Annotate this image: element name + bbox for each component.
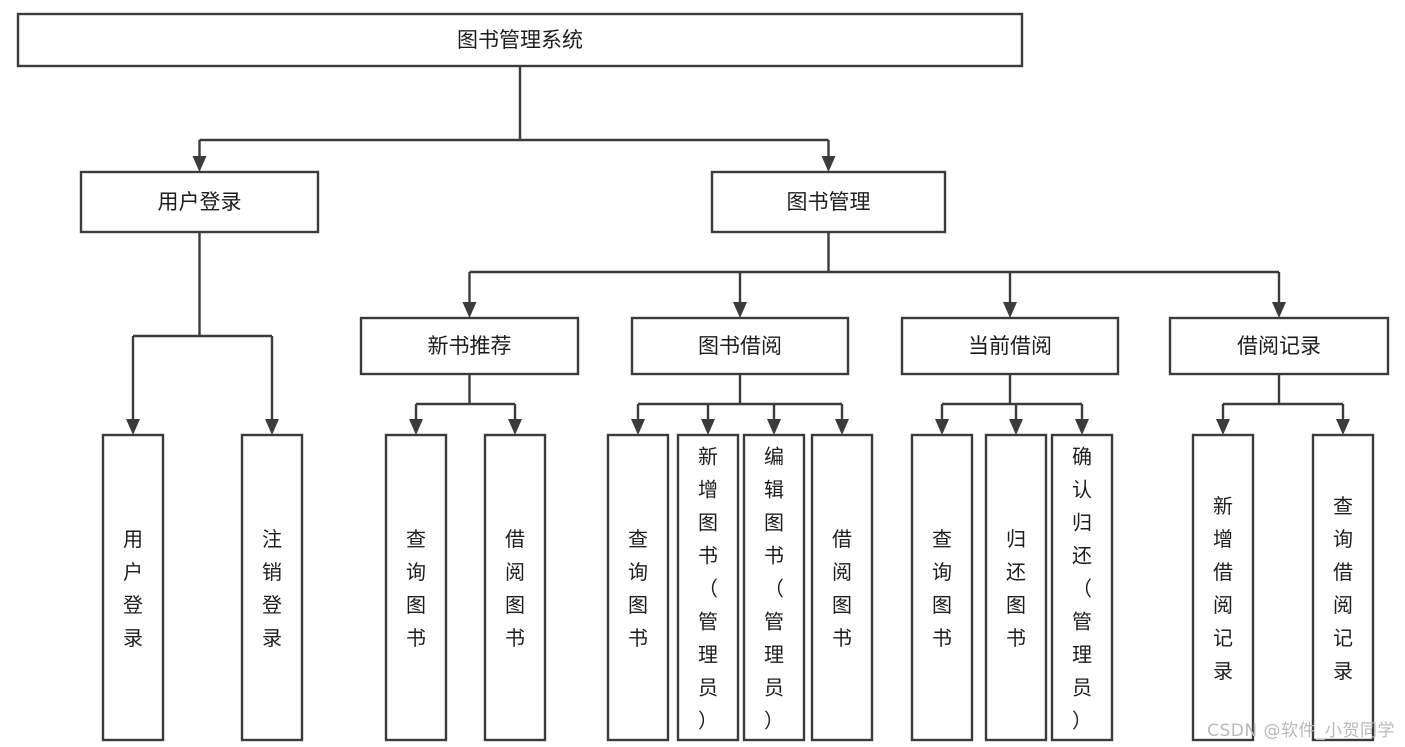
- node-label: 新书推荐: [428, 334, 512, 358]
- node-box: [384, 433, 448, 742]
- node-box: [710, 170, 947, 234]
- edges-layer: [126, 66, 1350, 435]
- arrow-head-icon: [701, 419, 715, 435]
- node-label: 查询借阅记录: [1333, 494, 1353, 683]
- arrow-head-icon: [767, 419, 781, 435]
- node-box: [900, 316, 1120, 376]
- node-box: [910, 433, 974, 742]
- node-leaf-cb-query[interactable]: 查询图书: [910, 433, 974, 742]
- arrow-head-icon: [935, 419, 949, 435]
- node-label: 图书借阅: [698, 334, 782, 358]
- node-label: 用户登录: [123, 527, 143, 650]
- node-box: [1191, 433, 1255, 742]
- node-l1-user-login[interactable]: 用户登录: [79, 170, 320, 234]
- node-label: 借阅图书: [832, 527, 852, 650]
- node-label: 借阅图书: [505, 527, 525, 650]
- node-l2-borrow[interactable]: 图书借阅: [630, 316, 850, 376]
- node-label: 查询图书: [628, 527, 648, 650]
- arrow-head-icon: [631, 419, 645, 435]
- arrow-head-icon: [1009, 419, 1023, 435]
- node-label: 新增图书（管理员）: [698, 444, 718, 732]
- arrow-head-icon: [1003, 302, 1017, 318]
- arrow-head-icon: [1075, 419, 1089, 435]
- node-label: 新增借阅记录: [1213, 494, 1233, 683]
- arrow-head-icon: [733, 302, 747, 318]
- node-leaf-bb-borrow[interactable]: 借阅图书: [810, 433, 874, 742]
- arrow-head-icon: [265, 419, 279, 435]
- node-leaf-bb-edit[interactable]: 编辑图书（管理员）: [742, 433, 806, 742]
- node-leaf-bb-query[interactable]: 查询图书: [606, 433, 670, 742]
- node-box: [742, 433, 806, 742]
- arrow-head-icon: [126, 419, 140, 435]
- node-leaf-cb-confirm[interactable]: 确认归还（管理员）: [1050, 433, 1114, 742]
- node-box: [79, 170, 320, 234]
- arrow-head-icon: [821, 156, 836, 172]
- node-leaf-bb-add[interactable]: 新增图书（管理员）: [676, 433, 740, 742]
- node-l2-current[interactable]: 当前借阅: [900, 316, 1120, 376]
- node-box: [16, 12, 1024, 68]
- node-box: [676, 433, 740, 742]
- arrow-head-icon: [192, 156, 207, 172]
- node-label: 确认归还（管理员）: [1072, 444, 1092, 732]
- node-label: 注销登录: [262, 527, 282, 650]
- node-l1-book-manage[interactable]: 图书管理: [710, 170, 947, 234]
- node-leaf-user-login[interactable]: 用户登录: [101, 433, 165, 742]
- node-label: 查询图书: [406, 527, 426, 650]
- node-box: [606, 433, 670, 742]
- node-leaf-rec-add[interactable]: 新增借阅记录: [1191, 433, 1255, 742]
- node-leaf-nb-query[interactable]: 查询图书: [384, 433, 448, 742]
- arrow-head-icon: [508, 419, 522, 435]
- node-leaf-logout[interactable]: 注销登录: [240, 433, 304, 742]
- node-box: [240, 433, 304, 742]
- node-leaf-rec-query[interactable]: 查询借阅记录: [1311, 433, 1375, 742]
- node-label: 归还图书: [1006, 527, 1026, 650]
- node-box: [630, 316, 850, 376]
- arrow-head-icon: [1272, 302, 1286, 318]
- node-box: [1168, 316, 1390, 376]
- node-l2-record[interactable]: 借阅记录: [1168, 316, 1390, 376]
- node-label: 编辑图书（管理员）: [764, 444, 784, 732]
- node-label: 用户登录: [158, 190, 242, 214]
- node-root[interactable]: 图书管理系统: [16, 12, 1024, 68]
- node-label: 借阅记录: [1237, 334, 1321, 358]
- node-box: [1311, 433, 1375, 742]
- node-box: [483, 433, 547, 742]
- node-box: [359, 316, 580, 376]
- node-leaf-cb-return[interactable]: 归还图书: [984, 433, 1048, 742]
- nodes-layer: 图书管理系统用户登录图书管理新书推荐图书借阅当前借阅借阅记录用户登录注销登录查询…: [16, 12, 1390, 742]
- arrow-head-icon: [1216, 419, 1230, 435]
- node-box: [984, 433, 1048, 742]
- arrow-head-icon: [835, 419, 849, 435]
- node-label: 当前借阅: [968, 334, 1052, 358]
- node-box: [101, 433, 165, 742]
- node-leaf-nb-borrow[interactable]: 借阅图书: [483, 433, 547, 742]
- arrow-head-icon: [409, 419, 423, 435]
- arrow-head-icon: [1336, 419, 1350, 435]
- arrow-head-icon: [462, 302, 477, 318]
- node-box: [810, 433, 874, 742]
- node-l2-new-book[interactable]: 新书推荐: [359, 316, 580, 376]
- node-box: [1050, 433, 1114, 742]
- node-label: 图书管理系统: [457, 28, 583, 52]
- node-label: 图书管理: [787, 190, 871, 214]
- node-label: 查询图书: [932, 527, 952, 650]
